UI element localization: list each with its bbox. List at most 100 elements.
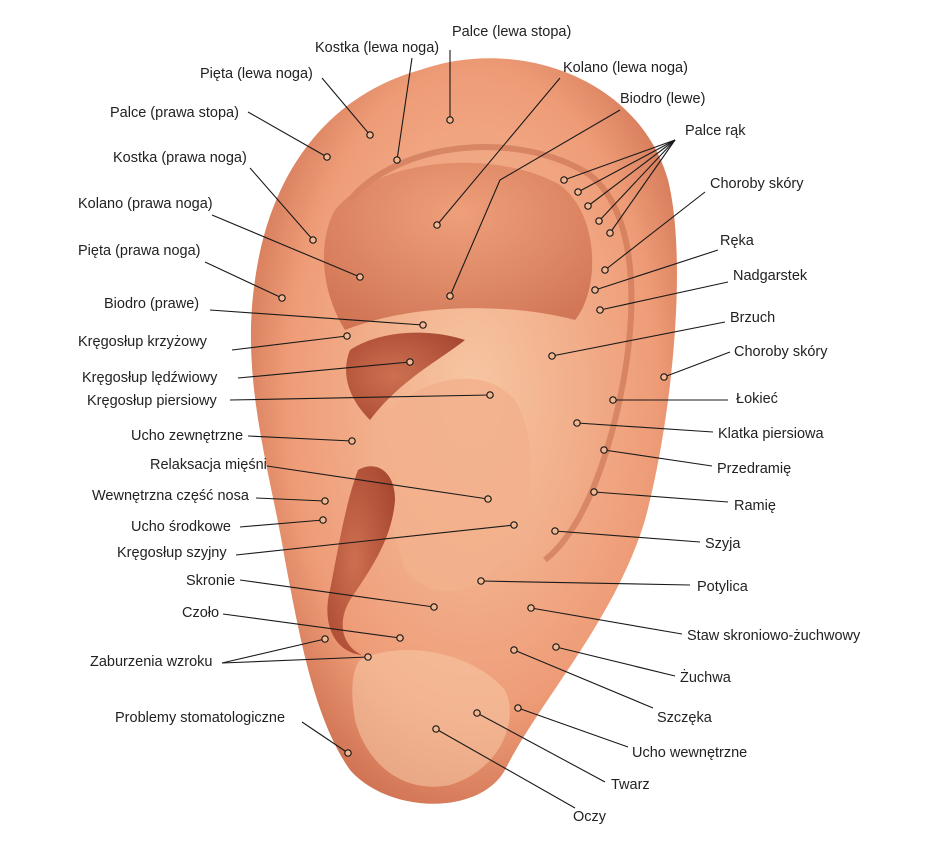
label-14: Biodro (prawe) [104,296,199,312]
label-32: Czoło [182,605,219,621]
label-3: Kolano (lewa noga) [563,60,688,76]
point-marker-38 [514,704,522,712]
leader-line-17 [663,351,731,378]
label-20: Kręgosłup piersiowy [87,393,218,409]
label-22: Klatka piersiowa [718,426,825,442]
cavum-conchae [327,466,395,655]
leader-line-23 [266,465,489,500]
leader-line-4 [321,77,371,136]
leader-line-7-4 [598,139,676,222]
point-marker-35 [552,643,560,651]
leader-line-18 [237,361,411,379]
label-31: Potylica [697,579,749,595]
leader-line-15 [551,321,726,357]
label-13: Nadgarstek [733,268,808,284]
label-27: Ucho środkowe [131,519,231,535]
label-9: Choroby skóry [710,176,804,192]
earlobe [352,650,510,787]
leader-line-11 [594,249,719,291]
leader-line-33 [530,607,683,635]
point-marker-4 [366,131,374,139]
point-marker-1 [446,116,454,124]
leader-line-38 [517,707,629,748]
point-marker-13 [596,306,604,314]
label-15: Brzuch [730,310,775,326]
leader-line-26 [593,491,729,503]
leader-line-3 [436,77,561,226]
label-36: Szczęka [657,710,713,726]
point-marker-20 [486,391,494,399]
label-35: Żuchwa [680,668,732,686]
point-marker-15 [548,352,556,360]
leader-line-13 [599,281,729,311]
leader-line-35 [555,646,676,677]
triangular-fossa [323,162,593,330]
label-18: Kręgosłup lędźwiowy [82,370,218,386]
label-37: Problemy stomatologiczne [115,710,285,726]
label-1: Palce (lewa stopa) [452,24,571,40]
point-marker-22 [573,419,581,427]
label-30: Skronie [186,573,235,589]
point-marker-25 [321,497,329,505]
point-marker-7-2 [574,188,582,196]
point-marker-11 [591,286,599,294]
leader-line-29 [554,530,701,543]
leader-line-32 [222,613,401,639]
point-marker-7-3 [584,202,592,210]
point-marker-37 [344,749,352,757]
point-marker-36 [510,646,518,654]
point-marker-2 [393,156,401,164]
point-marker-5 [446,292,454,300]
leader-line-16 [231,335,348,351]
label-11: Ręka [720,233,755,249]
label-10: Kolano (prawa noga) [78,196,213,212]
point-marker-40 [432,725,440,733]
leader-line-7-1 [563,139,676,181]
leader-line-28 [235,524,515,556]
label-19: Łokieć [736,391,778,407]
point-marker-18 [406,358,414,366]
label-29: Szyja [705,536,741,552]
leader-line-10 [211,214,361,278]
point-marker-3 [433,221,441,229]
leader-line-40 [435,728,576,809]
point-marker-34-2 [364,653,372,661]
point-marker-28 [510,521,518,529]
point-marker-24 [600,446,608,454]
antihelix [372,378,532,592]
leader-line-34-2 [221,656,369,664]
leader-line-6 [247,111,328,158]
leader-line-36 [513,649,654,709]
label-6: Palce (prawa stopa) [110,105,239,121]
leader-line-39 [476,712,606,783]
label-39: Twarz [611,777,650,793]
label-2: Kostka (lewa noga) [315,40,439,56]
point-marker-23 [484,495,492,503]
leader-line-7-3 [587,139,676,207]
leader-line-2 [396,57,413,161]
point-marker-6 [323,153,331,161]
leader-line-8 [249,167,314,241]
point-marker-39 [473,709,481,717]
point-marker-9 [601,266,609,274]
point-marker-31 [477,577,485,585]
leader-line-21 [247,435,353,442]
label-7: Palce rąk [685,123,746,139]
label-24: Przedramię [717,461,791,477]
leader-line-37 [301,721,349,754]
label-8: Kostka (prawa noga) [113,150,247,166]
point-marker-29 [551,527,559,535]
label-28: Kręgosłup szyjny [117,545,227,561]
point-marker-27 [319,516,327,524]
label-38: Ucho wewnętrzne [632,745,747,761]
point-marker-7-1 [560,176,568,184]
label-12: Pięta (prawa noga) [78,243,201,259]
point-marker-8 [309,236,317,244]
helix-fold [347,144,635,563]
point-marker-10 [356,273,364,281]
point-marker-19 [609,396,617,404]
point-marker-21 [348,437,356,445]
leader-line-34-1 [221,638,326,664]
